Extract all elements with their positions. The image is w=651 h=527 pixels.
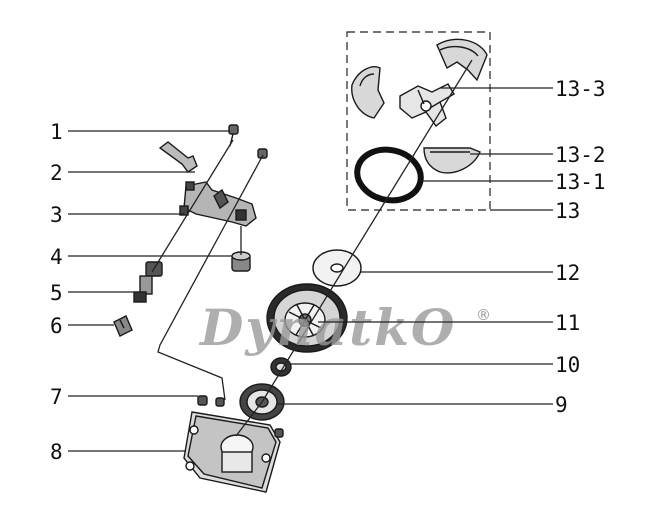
callout-label-2: 2 (50, 161, 63, 185)
callout-label-13-3: 13-3 (555, 77, 606, 101)
callout-label-6: 6 (50, 314, 63, 338)
screw-part (228, 124, 239, 147)
callout-label-9: 9 (555, 393, 568, 417)
clutch-hub-part (399, 83, 455, 128)
callout-label-3: 3 (50, 203, 63, 227)
callout-label-1: 1 (50, 120, 63, 144)
right-callouts: 13-3 13-2 13-1 13 12 11 10 9 (278, 77, 606, 417)
callout-label-13: 13 (555, 199, 580, 223)
fitting-part (133, 261, 163, 303)
housing-screws-part (197, 395, 284, 438)
callout-label-12: 12 (555, 261, 580, 285)
callout-label-4: 4 (50, 245, 63, 269)
callout-label-7: 7 (50, 385, 63, 409)
assembly-axis-lines (151, 59, 473, 437)
clutch-assembly-box (346, 31, 491, 211)
registered-mark: ® (476, 306, 491, 324)
housing-part (183, 411, 281, 493)
nozzle-part (113, 315, 133, 337)
upper-screw-part (257, 148, 268, 159)
callout-label-10: 10 (555, 353, 580, 377)
callout-label-8: 8 (50, 440, 63, 464)
callout-label-13-1: 13-1 (555, 170, 606, 194)
linkage-assembly-part (179, 181, 257, 227)
clutch-shoes-part (351, 38, 488, 174)
brand-watermark: DynatkO (198, 298, 456, 357)
callout-label-13-2: 13-2 (555, 143, 606, 167)
clutch-drum-part (266, 283, 348, 353)
callout-label-11: 11 (555, 311, 580, 335)
washer-part (312, 249, 362, 287)
callout-label-5: 5 (50, 281, 63, 305)
clutch-spring-ring (354, 146, 424, 204)
throttle-lever-part (158, 141, 198, 173)
left-callouts: 1 2 3 4 5 6 7 8 (50, 120, 232, 464)
